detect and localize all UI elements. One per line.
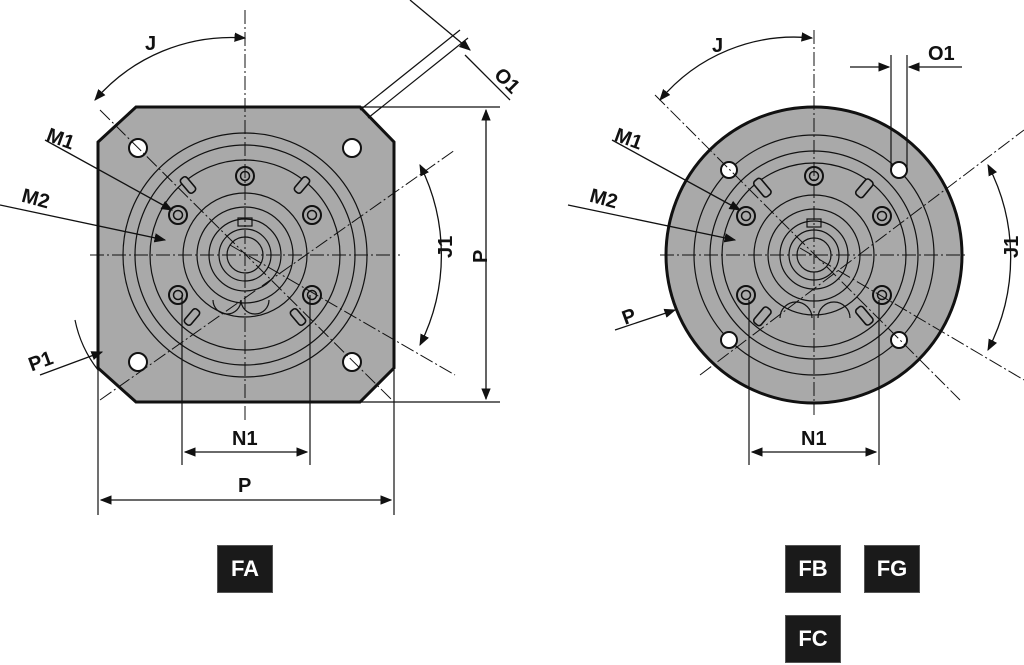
left-label-p1: P1 [26,347,57,376]
right-diagonal-centerline-2 [699,129,1024,376]
right-label-n1: N1 [801,428,827,450]
left-diagonal-centerline-3 [229,244,456,376]
right-diagonal-centerline-3 [799,247,1024,381]
left-label-m2: M2 [19,185,52,213]
right-inner-bolt-holes [736,166,892,305]
left-label-n1: N1 [232,428,258,450]
left-diagonal-centerline-1 [99,109,393,401]
left-flange-view: J O1 M1 M2 P1 J1 P N1 [0,0,524,515]
left-j-dimension [94,32,247,101]
right-label-o1: O1 [928,43,955,65]
badge-fb: FB [785,545,841,593]
left-corner-holes [128,138,362,372]
right-label-j1: J1 [1001,236,1023,258]
left-label-j: J [145,33,156,55]
right-m2-leader [567,204,737,243]
right-diagonal-centerline-1 [654,94,961,401]
left-label-p-horizontal: P [238,475,251,497]
left-p1-leader [39,351,104,376]
left-diagonal-centerline-2 [99,149,456,401]
badge-fa: FA [217,545,273,593]
right-flange-view: J O1 M1 M2 P J1 N1 [567,30,1024,465]
left-p1-arc [74,319,99,371]
left-lower-lobes [212,299,270,315]
left-label-j1: J1 [435,236,457,258]
right-slots [752,177,874,327]
left-m2-leader [0,204,167,243]
left-label-o1: O1 [489,64,523,98]
left-o1-dimension [359,0,511,119]
badge-fg: FG [864,545,920,593]
left-j1-dimension [419,163,443,347]
right-label-j: J [712,35,723,57]
left-label-p-vertical: P [470,250,492,263]
right-label-m2: M2 [587,185,620,213]
left-m1-leader [44,139,174,211]
right-label-p: P [619,304,639,329]
right-j-dimension [659,32,814,101]
left-label-m1: M1 [44,124,78,154]
right-label-m1: M1 [612,124,646,154]
right-j1-dimension [987,163,1012,352]
left-slots [179,175,311,327]
badge-fc: FC [785,615,841,663]
right-m1-leader [611,139,742,211]
right-p-leader [614,308,677,331]
